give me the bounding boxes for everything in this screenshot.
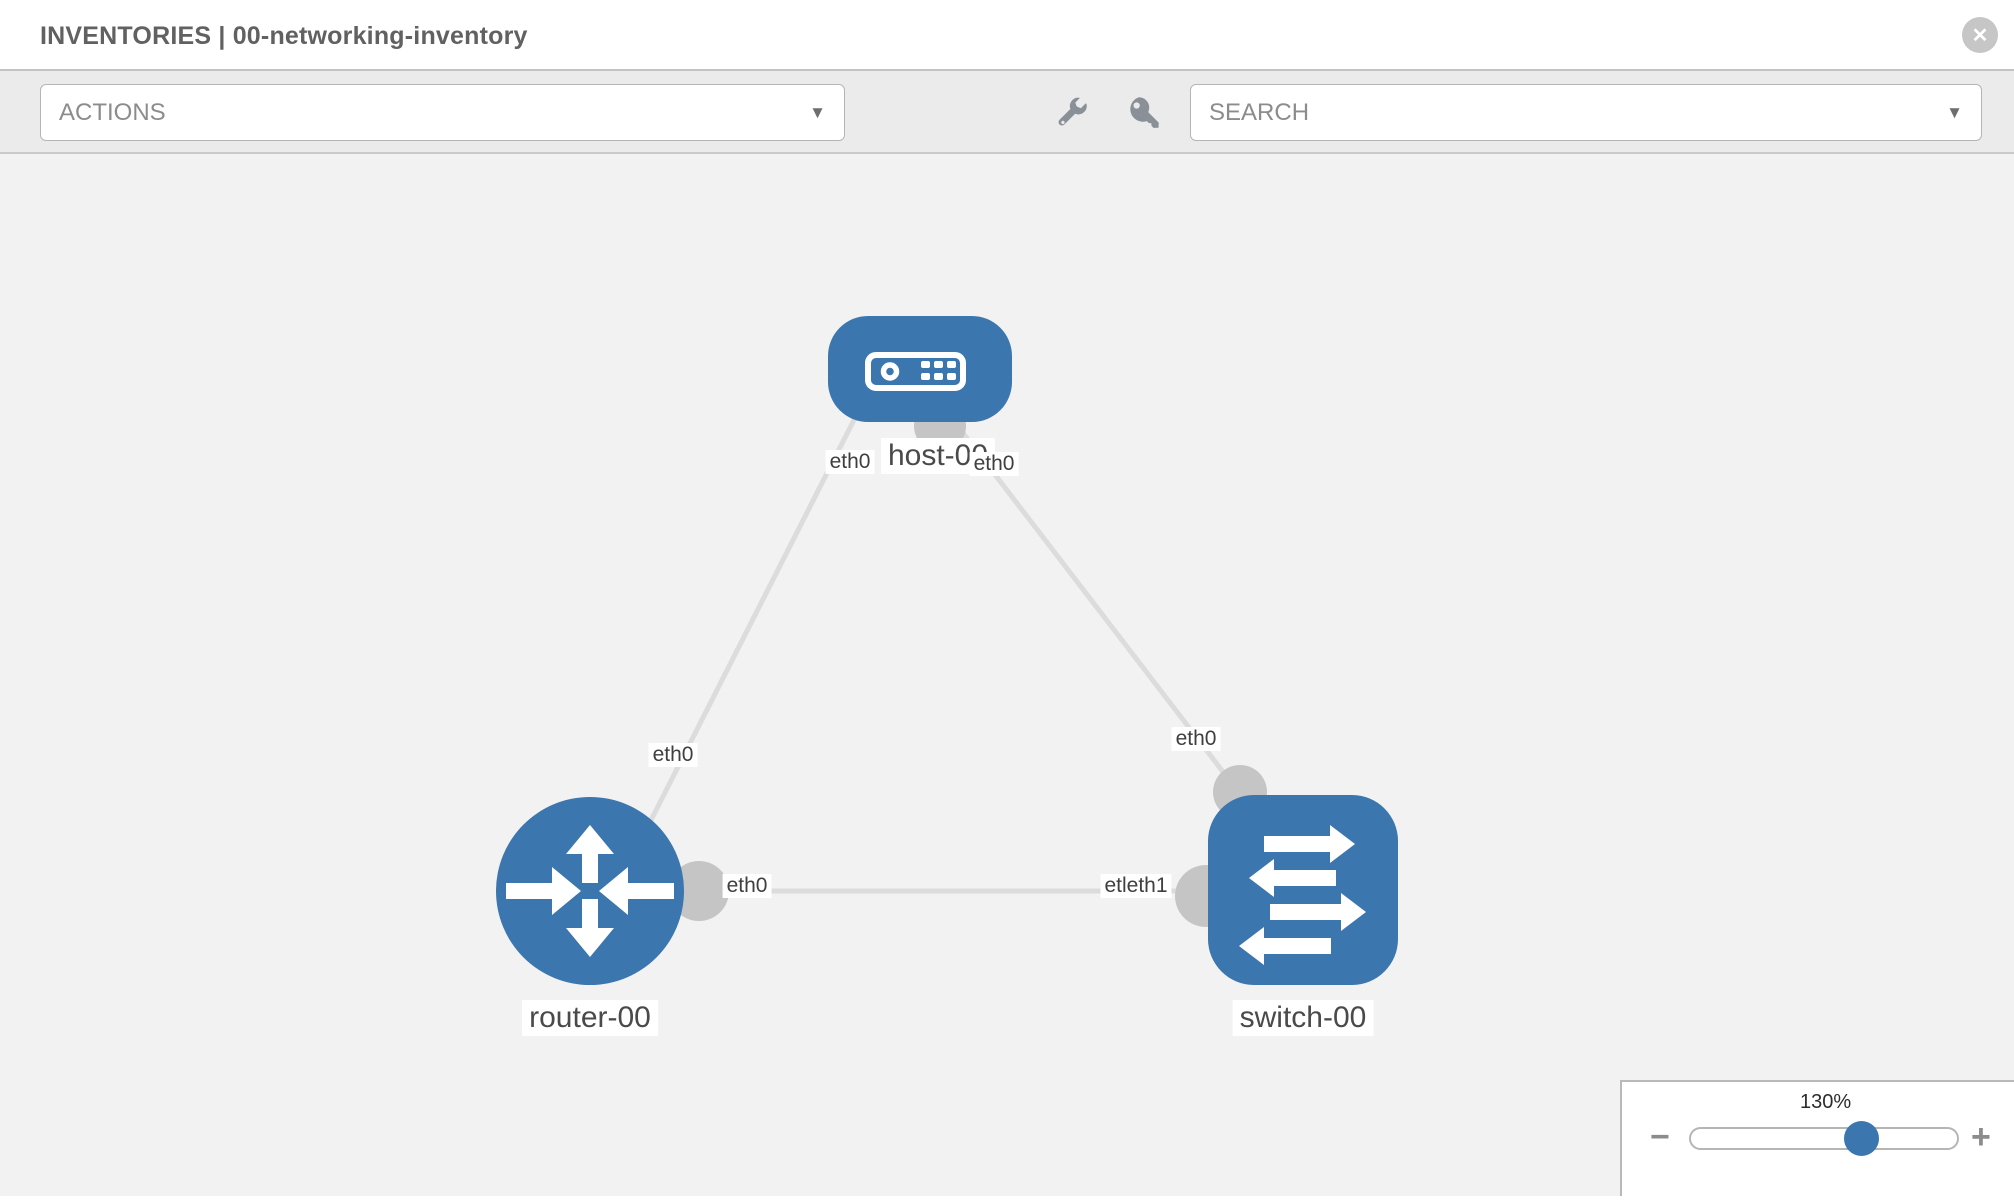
page-title: INVENTORIES | 00-networking-inventory xyxy=(40,22,528,50)
interface-label: eth0 xyxy=(1171,727,1221,751)
node-switch[interactable] xyxy=(1208,795,1398,985)
zoom-panel: 130% − + xyxy=(1620,1080,2014,1196)
switch-icon xyxy=(1239,825,1366,965)
actions-dropdown[interactable]: ACTIONS ▼ xyxy=(40,84,845,141)
node-label-router[interactable]: router-00 xyxy=(522,1000,658,1036)
interface-label: eth0 xyxy=(969,452,1019,476)
close-icon[interactable]: ✕ xyxy=(1962,17,1998,53)
link-host-router[interactable] xyxy=(642,410,861,834)
search-input[interactable]: SEARCH ▼ xyxy=(1190,84,1982,141)
panel-header: INVENTORIES | 00-networking-inventory ✕ xyxy=(0,0,2014,71)
search-placeholder: SEARCH xyxy=(1209,98,1310,126)
node-router[interactable] xyxy=(496,797,684,985)
topology-canvas[interactable]: host-00 router-00 switch-00 eth0 eth0 et… xyxy=(0,154,2014,1196)
zoom-in-button[interactable]: + xyxy=(1971,1118,1991,1156)
port-router-right[interactable] xyxy=(669,861,729,921)
interface-label: eth0 xyxy=(648,743,698,767)
key-icon[interactable] xyxy=(1126,95,1162,131)
topology-svg xyxy=(496,316,1398,985)
interface-label: etleth1 xyxy=(1100,874,1172,898)
wrench-icon[interactable] xyxy=(1054,95,1090,131)
chevron-down-icon: ▼ xyxy=(1946,102,1963,122)
close-glyph: ✕ xyxy=(1971,24,1989,47)
zoom-slider-handle[interactable] xyxy=(1844,1121,1879,1156)
interface-label: eth0 xyxy=(825,450,875,474)
chevron-down-icon: ▼ xyxy=(809,102,826,122)
server-icon xyxy=(865,352,966,391)
zoom-slider-track[interactable] xyxy=(1689,1121,1959,1156)
node-label-switch[interactable]: switch-00 xyxy=(1232,1000,1374,1036)
link-group xyxy=(642,410,1242,894)
zoom-out-button[interactable]: − xyxy=(1650,1118,1670,1156)
router-icon xyxy=(506,825,674,957)
actions-dropdown-label: ACTIONS xyxy=(59,98,166,126)
zoom-level-value: 130% xyxy=(1800,1091,1852,1113)
node-host[interactable] xyxy=(828,316,1012,422)
interface-label: eth0 xyxy=(722,874,772,898)
toolbar: ACTIONS ▼ SEARCH ▼ xyxy=(0,71,2014,154)
port-group xyxy=(669,400,1267,927)
